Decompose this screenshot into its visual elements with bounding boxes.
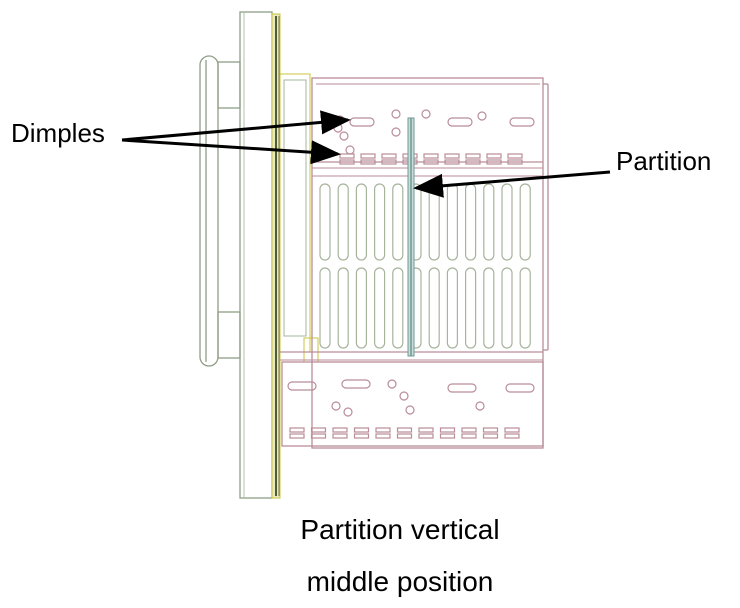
dimple — [421, 109, 431, 119]
dimple-tab — [381, 153, 397, 159]
partition-label: Partition — [616, 146, 712, 176]
dimples-arrow-upper — [121, 110, 351, 142]
dimple-tab — [439, 427, 456, 433]
partition-arrow — [413, 170, 611, 198]
dimple-slot — [287, 381, 317, 391]
caption-line-1: Partition vertical — [300, 514, 500, 545]
dimple-tab — [310, 427, 327, 433]
dimple-tab — [289, 433, 305, 439]
dimples-label: Dimples — [11, 118, 105, 148]
dimple-tab — [289, 427, 305, 433]
dimple — [331, 401, 341, 411]
vent-slot — [465, 183, 477, 261]
dimple-slot — [447, 117, 473, 127]
dimple-slot — [349, 117, 375, 127]
vent-slot — [337, 183, 349, 261]
dimple — [345, 145, 355, 155]
dimple-tab — [375, 433, 391, 439]
dimple-tab — [444, 153, 460, 159]
front-panel — [239, 11, 319, 499]
vent-slot — [428, 267, 440, 349]
dimple — [391, 109, 401, 119]
dimple-tab — [507, 159, 523, 165]
vent-slot — [428, 183, 440, 261]
vent-slot — [483, 183, 495, 261]
dimple-tab — [444, 159, 460, 165]
dimple-slot — [341, 379, 371, 389]
dimple-tab — [396, 427, 413, 433]
vent-slot — [446, 183, 458, 261]
dimple-tab — [507, 153, 523, 159]
dimple — [399, 391, 409, 401]
dimple-tab — [439, 433, 456, 439]
dimple-tab — [465, 159, 481, 165]
dimple-tab — [381, 159, 397, 165]
dimple-tab — [486, 153, 502, 159]
dimple-tab — [504, 433, 520, 439]
dimple — [391, 127, 401, 137]
vent-slot — [465, 267, 477, 349]
dimple — [343, 407, 353, 417]
vent-slot — [355, 183, 367, 261]
dimple-tab — [418, 427, 434, 433]
vent-slot — [519, 267, 531, 349]
vent-slot — [374, 183, 386, 261]
vent-slots — [319, 183, 531, 349]
dimple-tab — [482, 433, 499, 439]
vent-slot — [446, 267, 458, 349]
vent-slot — [374, 267, 386, 349]
dimple-tab — [353, 433, 370, 439]
dimple-tab — [375, 427, 391, 433]
annotation-arrows — [121, 110, 611, 198]
vent-slot — [519, 183, 531, 261]
dimple-tab — [360, 159, 376, 165]
vent-slot — [337, 267, 349, 349]
lower-dimples — [287, 379, 535, 439]
dimple-tab — [353, 427, 370, 433]
dimple-tab — [332, 427, 348, 433]
dimple — [475, 401, 485, 411]
dimple-tab — [423, 159, 439, 165]
dimple-tab — [332, 433, 348, 439]
handle — [199, 55, 241, 367]
dimple — [333, 123, 343, 133]
dimple — [477, 111, 487, 121]
dimple-tab — [461, 433, 477, 439]
dimples-arrow-lower — [121, 138, 341, 165]
figure-caption: Partition vertical middle position — [0, 504, 740, 608]
dimple-slot — [509, 117, 535, 127]
dimple-slot — [505, 383, 535, 393]
dimple — [339, 131, 349, 141]
dimple — [387, 379, 397, 389]
dimple — [405, 405, 415, 415]
caption-line-2: middle position — [306, 566, 494, 597]
dimple-tab — [310, 433, 327, 439]
dimple-slot — [447, 383, 477, 393]
dimple-tab — [418, 433, 434, 439]
vent-slot — [355, 267, 367, 349]
vent-slot — [483, 267, 495, 349]
dimple-tab — [461, 427, 477, 433]
upper-dimples — [333, 109, 535, 165]
vent-slot — [319, 183, 331, 261]
dimple-tab — [504, 427, 520, 433]
vent-slot — [501, 267, 513, 349]
vent-slot — [392, 267, 404, 349]
dimple-tab — [486, 159, 502, 165]
dimple-tab — [396, 433, 413, 439]
partition — [407, 117, 415, 357]
dimple-tab — [465, 153, 481, 159]
vent-slot — [392, 183, 404, 261]
dimple-tab — [360, 153, 376, 159]
enclosure-diagram — [121, 11, 611, 499]
dimple-tab — [423, 153, 439, 159]
dimple-tab — [339, 153, 355, 159]
dimple-tab — [482, 427, 499, 433]
vent-slot — [501, 183, 513, 261]
vent-slot — [319, 267, 331, 349]
